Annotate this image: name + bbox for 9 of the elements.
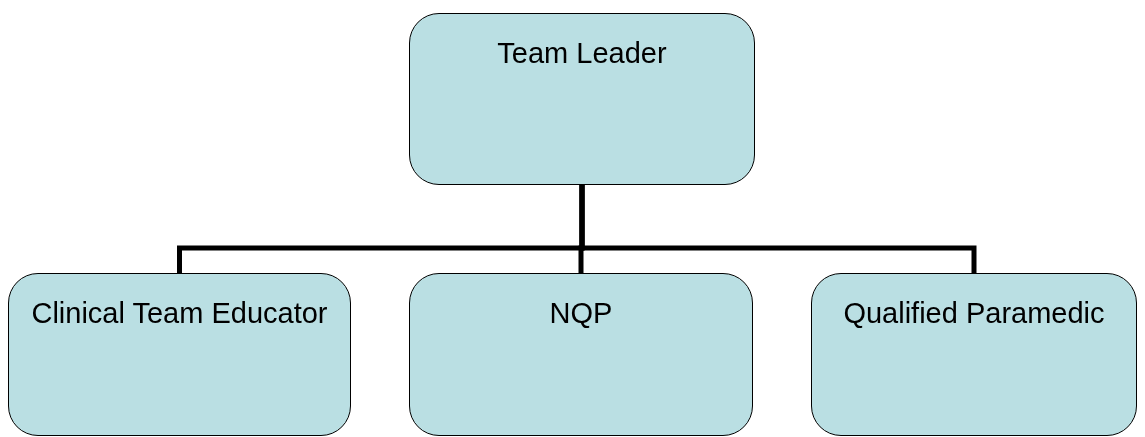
role-box	[409, 13, 755, 185]
role-box	[409, 273, 753, 436]
role-title: NQP	[549, 296, 613, 330]
connector-line	[579, 185, 977, 273]
role-title: Team Leader	[497, 36, 667, 70]
role-box	[811, 273, 1137, 436]
role-box	[8, 273, 351, 436]
role-title: Qualified Paramedic	[843, 296, 1105, 330]
role-title: Clinical Team Educator	[31, 296, 328, 330]
